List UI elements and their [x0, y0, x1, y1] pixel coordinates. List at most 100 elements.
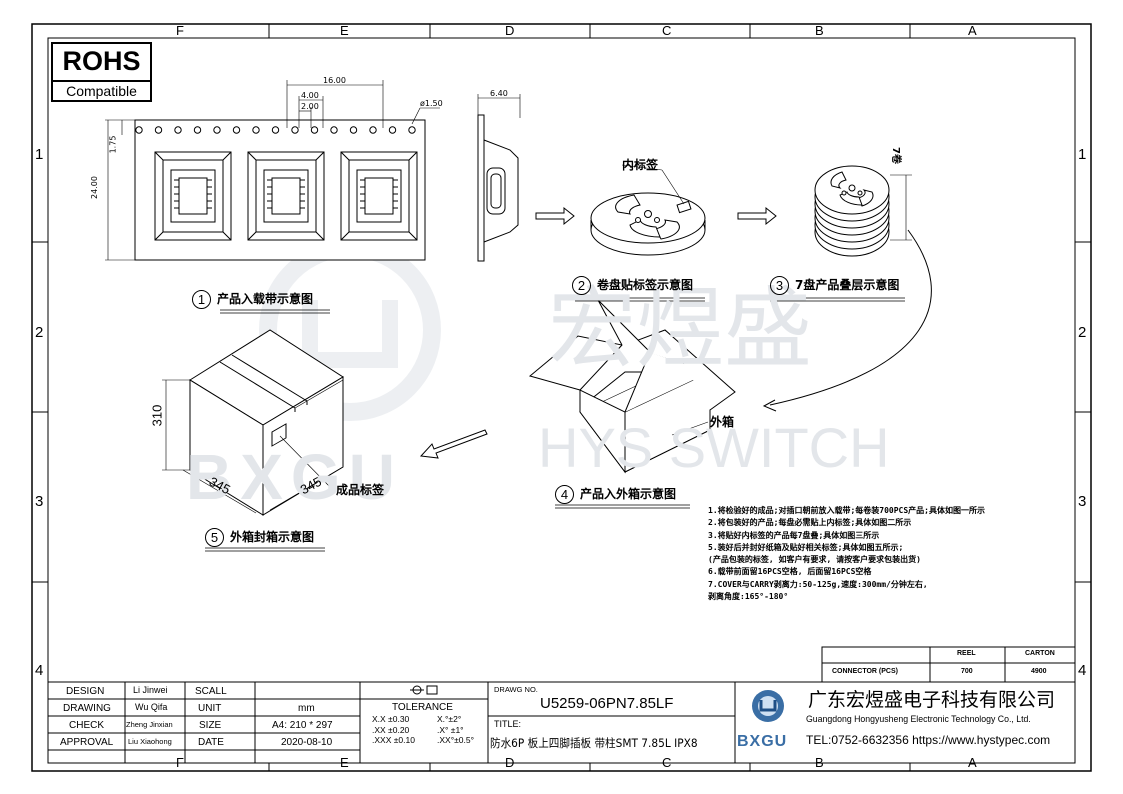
tb-size-value: A4: 210 * 297	[272, 720, 333, 731]
sprocket-hole	[135, 126, 143, 134]
rohs-title: ROHS	[62, 46, 141, 76]
tape-side-view	[477, 114, 519, 262]
zone-side-1: 1	[35, 146, 44, 163]
tb-design-label: DESIGN	[66, 686, 105, 697]
note-line: 3.将贴好内标签的产品每7盘叠;具体如图三所示	[708, 530, 880, 540]
rohs-subtitle: Compatible	[53, 80, 150, 100]
caption-5-text: 外箱封箱示意图	[230, 530, 315, 544]
zone-top-c: C	[662, 23, 672, 38]
tb-drawing-no-label: DRAWG NO.	[494, 685, 538, 694]
tb-drawing-label: DRAWING	[63, 703, 111, 714]
title-block-grid	[47, 681, 1076, 764]
sprocket-hole	[349, 126, 358, 134]
tb-approval-name: Liu Xiaohong	[128, 737, 172, 746]
tol-row: X.X ±0.30	[372, 714, 410, 724]
caption-3-text: 7盘产品叠层示意图	[795, 278, 900, 292]
caption-2-num: 2	[572, 276, 591, 295]
caption-3: 3 7盘产品叠层示意图	[770, 276, 899, 295]
sprocket-hole	[193, 126, 202, 134]
packing-notes: 1.将检验好的成品;对插口朝前放入载带;每卷装700PCS产品;具体如图一所示 …	[708, 505, 985, 603]
open-carton	[528, 299, 736, 474]
label-inner: 内标签	[622, 158, 659, 172]
caption-4-text: 产品入外箱示意图	[580, 487, 677, 501]
tb-drawing-no: U5259-06PN7.85LF	[540, 695, 674, 712]
tape-pocket	[340, 151, 418, 241]
pack-header-carton: CARTON	[1025, 650, 1055, 657]
sprocket-hole	[388, 126, 397, 134]
caption-2-text: 卷盘贴标签示意图	[597, 278, 694, 292]
tol-row: .XX ±0.20	[372, 724, 410, 735]
tb-check-name: Zheng Jinxian	[126, 720, 173, 729]
sprocket-hole	[408, 126, 416, 134]
zone-side-2-right: 2	[1078, 324, 1087, 341]
zone-side-3-right: 3	[1078, 493, 1087, 510]
tape-pocket	[247, 151, 325, 241]
caption-1-text: 产品入载带示意图	[217, 292, 314, 306]
tb-drawing-name: Wu Qifa	[135, 702, 168, 712]
tb-unit-value: mm	[298, 703, 315, 714]
zone-bottom-b: B	[815, 755, 824, 770]
sprocket-hole	[291, 126, 299, 134]
sprocket-holes	[135, 126, 416, 134]
label-product: 成品标签	[336, 483, 385, 497]
caption-1: 1 产品入载带示意图	[192, 290, 313, 309]
reel	[590, 164, 706, 256]
company-logo	[752, 690, 784, 722]
box-height: 310	[149, 404, 165, 427]
zone-top-b: B	[815, 23, 824, 38]
tb-date-value: 2020-08-10	[281, 737, 333, 748]
note-line: 6.载带前面留16PCS空格, 后面留16PCS空格	[708, 567, 872, 577]
tb-design-name: Li Jinwei	[133, 685, 168, 695]
dim-depth: 6.40	[490, 89, 508, 98]
zone-top-f: F	[176, 23, 184, 38]
zone-side-2: 2	[35, 324, 44, 341]
tb-tolerance-angular: X.°±2° .X° ±1° .XX°±0.5°	[437, 714, 474, 746]
sprocket-hole	[310, 126, 319, 134]
note-line: 7.COVER与CARRY剥离力:50-125g,速度:300mm/分钟左右,	[708, 579, 928, 589]
zone-side-4: 4	[35, 662, 44, 679]
tb-tolerance-label: TOLERANCE	[392, 702, 453, 713]
caption-3-num: 3	[770, 276, 789, 295]
zone-bottom-d: D	[505, 755, 515, 770]
sprocket-hole	[369, 126, 377, 134]
tb-approval-label: APPROVAL	[60, 737, 114, 748]
tb-logo-text: BXGU	[737, 733, 788, 750]
sprocket-hole	[330, 126, 338, 134]
tb-size-label: SIZE	[199, 720, 222, 731]
pack-header-reel: REEL	[957, 650, 976, 657]
note-line: (产品包装的标签, 如客户有要求, 请按客户要求包装出货)	[708, 555, 921, 565]
sprocket-hole	[271, 126, 280, 134]
sprocket-hole	[174, 126, 182, 134]
tb-company-en: Guangdong Hongyusheng Electronic Technol…	[806, 714, 1031, 725]
zone-top-d: D	[505, 23, 515, 38]
tb-tolerance-linear: X.X ±0.30 .XX ±0.20 .XXX ±0.10	[372, 714, 415, 746]
reel-stack	[814, 165, 890, 257]
zone-top-a: A	[968, 23, 977, 38]
note-line: 5.装好后并封好纸箱及贴好相关标签;具体如图五所示;	[708, 542, 904, 552]
watermark-logo-text: BXGU	[186, 441, 403, 513]
tb-check-label: CHECK	[69, 720, 105, 731]
rohs-badge: ROHS Compatible	[51, 42, 152, 102]
dim-hole-pitch: 4.00	[301, 91, 319, 100]
tape-pockets	[154, 151, 418, 241]
dim-width: 24.00	[89, 176, 99, 199]
note-line: 1.将检验好的成品;对插口朝前放入载带;每卷装700PCS产品;具体如图一所示	[708, 506, 985, 515]
zone-top-e: E	[340, 23, 349, 38]
tol-row: .XX°±0.5°	[437, 735, 474, 745]
tape-pocket	[154, 151, 232, 241]
tb-company-cn: 广东宏煜盛电子科技有限公司	[808, 689, 1056, 711]
zone-bottom-e: E	[340, 755, 349, 770]
zone-bottom-f: F	[176, 755, 184, 770]
caption-2: 2 卷盘贴标签示意图	[572, 276, 693, 295]
zone-side-4-right: 4	[1078, 662, 1087, 679]
pack-reel-value: 700	[961, 668, 973, 675]
label-seven-reel: 7卷	[889, 147, 901, 164]
dim-hole-offset: 2.00	[301, 102, 319, 111]
dim-hole-dia: ø1.50	[420, 99, 443, 108]
sprocket-hole	[213, 126, 221, 134]
caption-1-num: 1	[192, 290, 211, 309]
note-line: 剥离角度:165°-180°	[708, 592, 789, 602]
